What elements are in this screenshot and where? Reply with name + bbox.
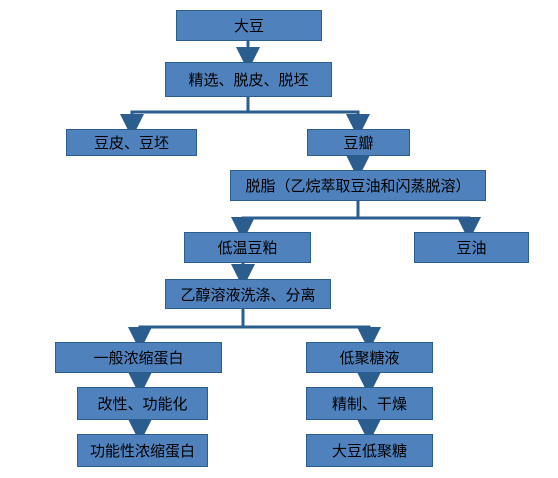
node-refine-dry: 精制、干燥 <box>306 387 433 420</box>
node-low-temp-meal: 低温豆粕 <box>184 232 311 263</box>
node-soybean: 大豆 <box>176 10 322 41</box>
split-after-ethanol-right <box>243 325 381 351</box>
split-after-ethanol <box>128 309 245 351</box>
node-soy-oligosaccharide: 大豆低聚糖 <box>306 434 433 467</box>
split-after-defatting-right <box>358 216 481 241</box>
node-modification: 改性、功能化 <box>77 387 208 420</box>
node-general-concentrate: 一般浓缩蛋白 <box>55 342 222 373</box>
node-soy-flakes: 豆瓣 <box>307 129 410 156</box>
split-after-select-right <box>248 110 370 138</box>
node-defatting: 脱脂（乙烷萃取豆油和闪蒸脱溶） <box>230 170 486 201</box>
node-oligosaccharide-liquid: 低聚糖液 <box>306 342 433 373</box>
node-ethanol-wash: 乙醇溶液洗涤、分离 <box>165 279 331 309</box>
node-functional-concentrate: 功能性浓缩蛋白 <box>77 434 208 467</box>
split-after-select <box>120 97 250 138</box>
split-after-defatting <box>231 201 360 241</box>
node-soy-oil: 豆油 <box>414 232 529 263</box>
node-select-dehull: 精选、脱皮、脱坯 <box>165 62 332 97</box>
node-hull-bran: 豆皮、豆坯 <box>66 129 197 156</box>
